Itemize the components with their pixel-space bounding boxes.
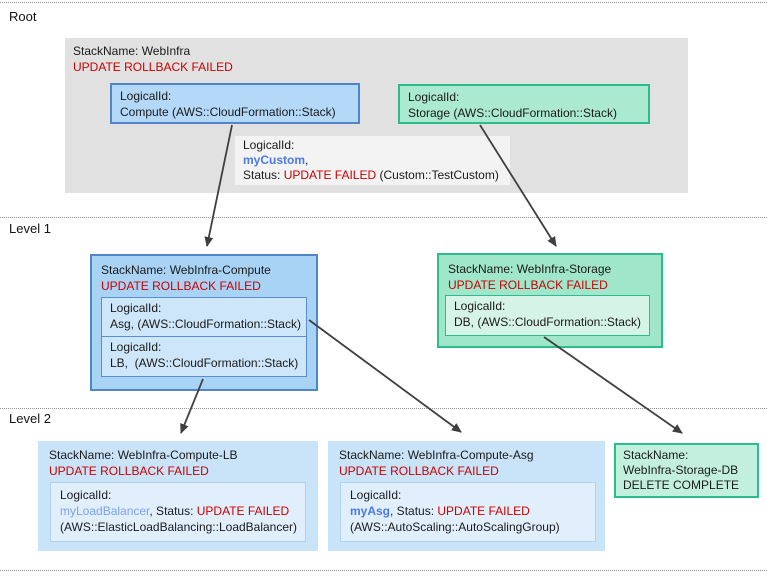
resource-myloadbalancer-mid: , Status: bbox=[149, 504, 197, 518]
resource-db-logicalid-label: LogicalId: bbox=[454, 299, 506, 313]
resource-myloadbalancer-status-line: myLoadBalancer, Status: UPDATE FAILED bbox=[60, 503, 296, 519]
divider-top bbox=[0, 2, 767, 3]
lane-label-level2: Level 2 bbox=[9, 411, 51, 426]
resource-mycustom-comma: , bbox=[305, 153, 309, 167]
resource-myasg: LogicalId: myAsg, Status: UPDATE FAILED … bbox=[340, 482, 596, 542]
stack-webinfra-storage-db: StackName: WebInfra-Storage-DB DELETE CO… bbox=[614, 443, 759, 498]
resource-lb-logicalid-label: LogicalId: bbox=[110, 340, 162, 354]
resource-storage-logicalid-label: LogicalId: bbox=[408, 90, 460, 104]
stack-webinfra-title: StackName: WebInfra bbox=[73, 44, 191, 58]
arrow-db-to-webinfra-storage-db bbox=[543, 336, 683, 434]
resource-myasg-type: (AWS::AutoScaling::AutoScalingGroup) bbox=[350, 520, 560, 534]
stack-webinfra-storage-db-name: WebInfra-Storage-DB bbox=[623, 463, 739, 477]
resource-myloadbalancer: LogicalId: myLoadBalancer, Status: UPDAT… bbox=[50, 482, 306, 542]
resource-db-value: DB, (AWS::CloudFormation::Stack) bbox=[454, 315, 641, 329]
stack-webinfra: StackName: WebInfra UPDATE ROLLBACK FAIL… bbox=[65, 38, 688, 193]
resource-myloadbalancer-id: myLoadBalancer bbox=[60, 504, 150, 518]
stack-webinfra-storage-db-status: DELETE COMPLETE bbox=[623, 478, 740, 492]
resource-mycustom-id-line: myCustom, bbox=[243, 153, 502, 168]
resource-myasg-status-line: myAsg, Status: UPDATE FAILED bbox=[350, 503, 586, 519]
resource-compute: LogicalId: Compute (AWS::CloudFormation:… bbox=[110, 83, 360, 124]
resource-myloadbalancer-type: (AWS::ElasticLoadBalancing::LoadBalancer… bbox=[60, 520, 298, 534]
stack-webinfra-storage: StackName: WebInfra-Storage UPDATE ROLLB… bbox=[437, 253, 663, 348]
stack-webinfra-compute-lb-title: StackName: WebInfra-Compute-LB bbox=[49, 448, 238, 462]
divider-root-level1 bbox=[0, 217, 767, 218]
resource-storage: LogicalId: Storage (AWS::CloudFormation:… bbox=[398, 84, 650, 124]
resource-myloadbalancer-status: UPDATE FAILED bbox=[196, 504, 290, 518]
resource-mycustom-status-line: Status: UPDATE FAILED (Custom::TestCusto… bbox=[243, 168, 502, 183]
resource-mycustom-status-label: Status: bbox=[243, 168, 284, 182]
resource-myasg-status: UPDATE FAILED bbox=[437, 504, 530, 518]
stack-webinfra-compute: StackName: WebInfra-Compute UPDATE ROLLB… bbox=[90, 254, 318, 391]
resource-mycustom-type: (Custom::TestCustom) bbox=[376, 168, 499, 182]
resource-mycustom-logicalid-label: LogicalId: bbox=[243, 138, 295, 152]
stack-webinfra-compute-status: UPDATE ROLLBACK FAILED bbox=[101, 279, 261, 293]
resource-myasg-mid: , Status: bbox=[390, 504, 438, 518]
stack-webinfra-status: UPDATE ROLLBACK FAILED bbox=[73, 60, 233, 74]
stack-webinfra-compute-asg: StackName: WebInfra-Compute-Asg UPDATE R… bbox=[328, 441, 605, 551]
resource-lb-value: LB, (AWS::CloudFormation::Stack) bbox=[110, 356, 299, 370]
stack-webinfra-compute-title: StackName: WebInfra-Compute bbox=[101, 263, 271, 277]
divider-bottom bbox=[0, 570, 767, 571]
stack-webinfra-storage-status: UPDATE ROLLBACK FAILED bbox=[448, 278, 608, 292]
lane-label-level1: Level 1 bbox=[9, 221, 51, 236]
resource-compute-value: Compute (AWS::CloudFormation::Stack) bbox=[120, 105, 336, 119]
resource-myasg-id: myAsg bbox=[350, 504, 391, 518]
resource-mycustom: LogicalId: myCustom, Status: UPDATE FAIL… bbox=[235, 136, 510, 185]
stack-webinfra-storage-db-label: StackName: bbox=[623, 448, 689, 462]
divider-level1-level2 bbox=[0, 408, 767, 409]
resource-lb: LogicalId: LB, (AWS::CloudFormation::Sta… bbox=[101, 336, 307, 377]
stack-webinfra-compute-asg-title: StackName: WebInfra-Compute-Asg bbox=[339, 448, 534, 462]
resource-db: LogicalId: DB, (AWS::CloudFormation::Sta… bbox=[445, 295, 650, 336]
resource-storage-value: Storage (AWS::CloudFormation::Stack) bbox=[408, 106, 617, 120]
stack-webinfra-compute-lb-status: UPDATE ROLLBACK FAILED bbox=[49, 464, 209, 478]
resource-mycustom-id: myCustom bbox=[243, 153, 306, 167]
resource-asg: LogicalId: Asg, (AWS::CloudFormation::St… bbox=[101, 297, 307, 337]
lane-label-root: Root bbox=[9, 9, 37, 24]
resource-mycustom-status: UPDATE FAILED bbox=[283, 168, 377, 182]
resource-compute-logicalid-label: LogicalId: bbox=[120, 89, 172, 103]
resource-myloadbalancer-logicalid-label: LogicalId: bbox=[60, 488, 112, 502]
stack-webinfra-compute-lb: StackName: WebInfra-Compute-LB UPDATE RO… bbox=[38, 441, 318, 551]
resource-asg-logicalid-label: LogicalId: bbox=[110, 301, 162, 315]
stack-webinfra-storage-title: StackName: WebInfra-Storage bbox=[448, 262, 612, 276]
resource-asg-value: Asg, (AWS::CloudFormation::Stack) bbox=[110, 317, 301, 331]
resource-myasg-logicalid-label: LogicalId: bbox=[350, 488, 402, 502]
stack-webinfra-compute-asg-status: UPDATE ROLLBACK FAILED bbox=[339, 464, 499, 478]
